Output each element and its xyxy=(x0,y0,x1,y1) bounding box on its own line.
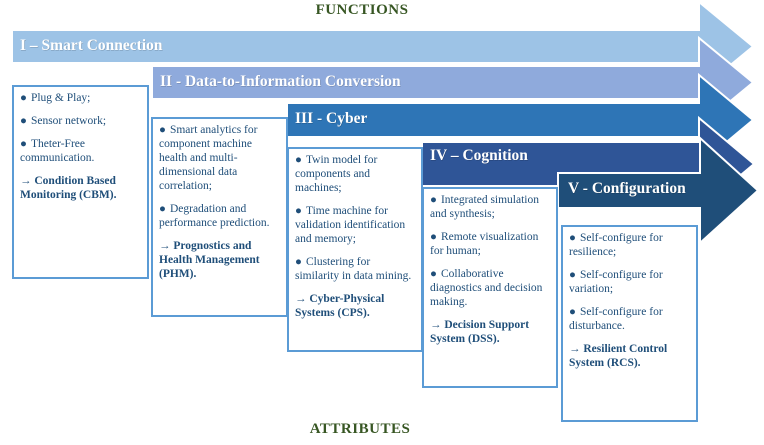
bullet-icon: ● xyxy=(20,92,27,104)
band-header-level-2: II - Data-to-Information Conversion xyxy=(160,73,401,90)
bullet-text: Sensor network; xyxy=(30,115,107,128)
bullet-text: Self-configure for disturbance. xyxy=(569,306,663,333)
level-box-4: ●Integrated simulation and synthesis; ●R… xyxy=(422,187,558,388)
bullet-item: ●Twin model for components and machines; xyxy=(295,153,416,195)
bullet-text: Smart analytics for component machine he… xyxy=(159,124,258,193)
bullet-item: ●Self-configure for disturbance. xyxy=(569,305,691,333)
level-box-1: ●Plug & Play; ●Sensor network; ●Theter-F… xyxy=(12,85,149,279)
bullet-item: ●Sensor network; xyxy=(20,114,142,128)
level-box-3: ●Twin model for components and machines;… xyxy=(287,147,423,352)
bullet-icon: ● xyxy=(20,115,27,128)
functions-label: FUNCTIONS xyxy=(315,2,409,18)
bullet-icon: ● xyxy=(430,194,437,206)
bullet-item: ●Integrated simulation and synthesis; xyxy=(430,193,551,221)
bullet-icon: ● xyxy=(295,154,302,166)
bullet-icon: ● xyxy=(569,269,576,282)
bullet-text: Self-configure for variation; xyxy=(569,269,663,296)
bullet-text: Remote visualization for human; xyxy=(430,231,539,258)
bullet-text: Twin model for components and machines; xyxy=(295,154,378,195)
bullet-icon: ● xyxy=(430,268,437,281)
bullet-item: ●Remote visualization for human; xyxy=(430,230,551,258)
bullet-item: ●Degradation and performance prediction. xyxy=(159,202,281,230)
attributes-label: ATTRIBUTES xyxy=(309,421,411,437)
outcome-text: → Decision Support System (DSS). xyxy=(430,319,530,346)
band-header-level-4: IV – Cognition xyxy=(430,147,528,164)
bullet-item: ●Self-configure for resilience; xyxy=(569,231,691,259)
bullet-text: Time machine for validation identificati… xyxy=(295,205,406,246)
bullet-icon: ● xyxy=(295,256,302,269)
band-header-level-5: V - Configuration xyxy=(568,180,686,197)
bullet-text: Collaborative diagnostics and decision m… xyxy=(430,268,543,309)
bullet-item: ●Smart analytics for component machine h… xyxy=(159,123,281,193)
bullet-item: ●Plug & Play; xyxy=(20,91,142,105)
bullet-icon: ● xyxy=(295,205,302,218)
bullet-text: Degradation and performance prediction. xyxy=(159,203,270,230)
outcome-text: → Condition Based Monitoring (CBM). xyxy=(20,175,117,202)
bullet-text: Plug & Play; xyxy=(30,92,91,104)
bullet-item: ●Time machine for validation identificat… xyxy=(295,204,416,246)
outcome-text: → Cyber-Physical Systems (CPS). xyxy=(295,293,385,320)
bullet-item: ●Clustering for similarity in data minin… xyxy=(295,255,416,283)
bullet-icon: ● xyxy=(569,306,576,319)
bullet-icon: ● xyxy=(159,203,166,216)
bullet-icon: ● xyxy=(159,124,166,136)
bullet-text: Integrated simulation and synthesis; xyxy=(430,194,539,221)
bullet-text: Self-configure for resilience; xyxy=(569,232,663,259)
bullet-item: ●Collaborative diagnostics and decision … xyxy=(430,267,551,309)
outcome-text: → Prognostics and Health Management (PHM… xyxy=(159,240,260,281)
outcome-text: → Resilient Control System (RCS). xyxy=(569,343,668,370)
band-header-level-1: I – Smart Connection xyxy=(20,37,163,54)
level-box-5: ●Self-configure for resilience; ●Self-co… xyxy=(561,225,698,422)
bullet-item: ●Self-configure for variation; xyxy=(569,268,691,296)
level-box-2: ●Smart analytics for component machine h… xyxy=(151,117,288,317)
bullet-icon: ● xyxy=(20,138,27,151)
bullet-text: Theter-Free communication. xyxy=(20,138,95,165)
bullet-text: Clustering for similarity in data mining… xyxy=(295,256,412,283)
band-header-level-3: III - Cyber xyxy=(295,110,368,127)
bullet-icon: ● xyxy=(430,231,437,244)
arrow-level-5 xyxy=(557,135,760,246)
bullet-icon: ● xyxy=(569,232,576,244)
bullet-item: ●Theter-Free communication. xyxy=(20,137,142,165)
